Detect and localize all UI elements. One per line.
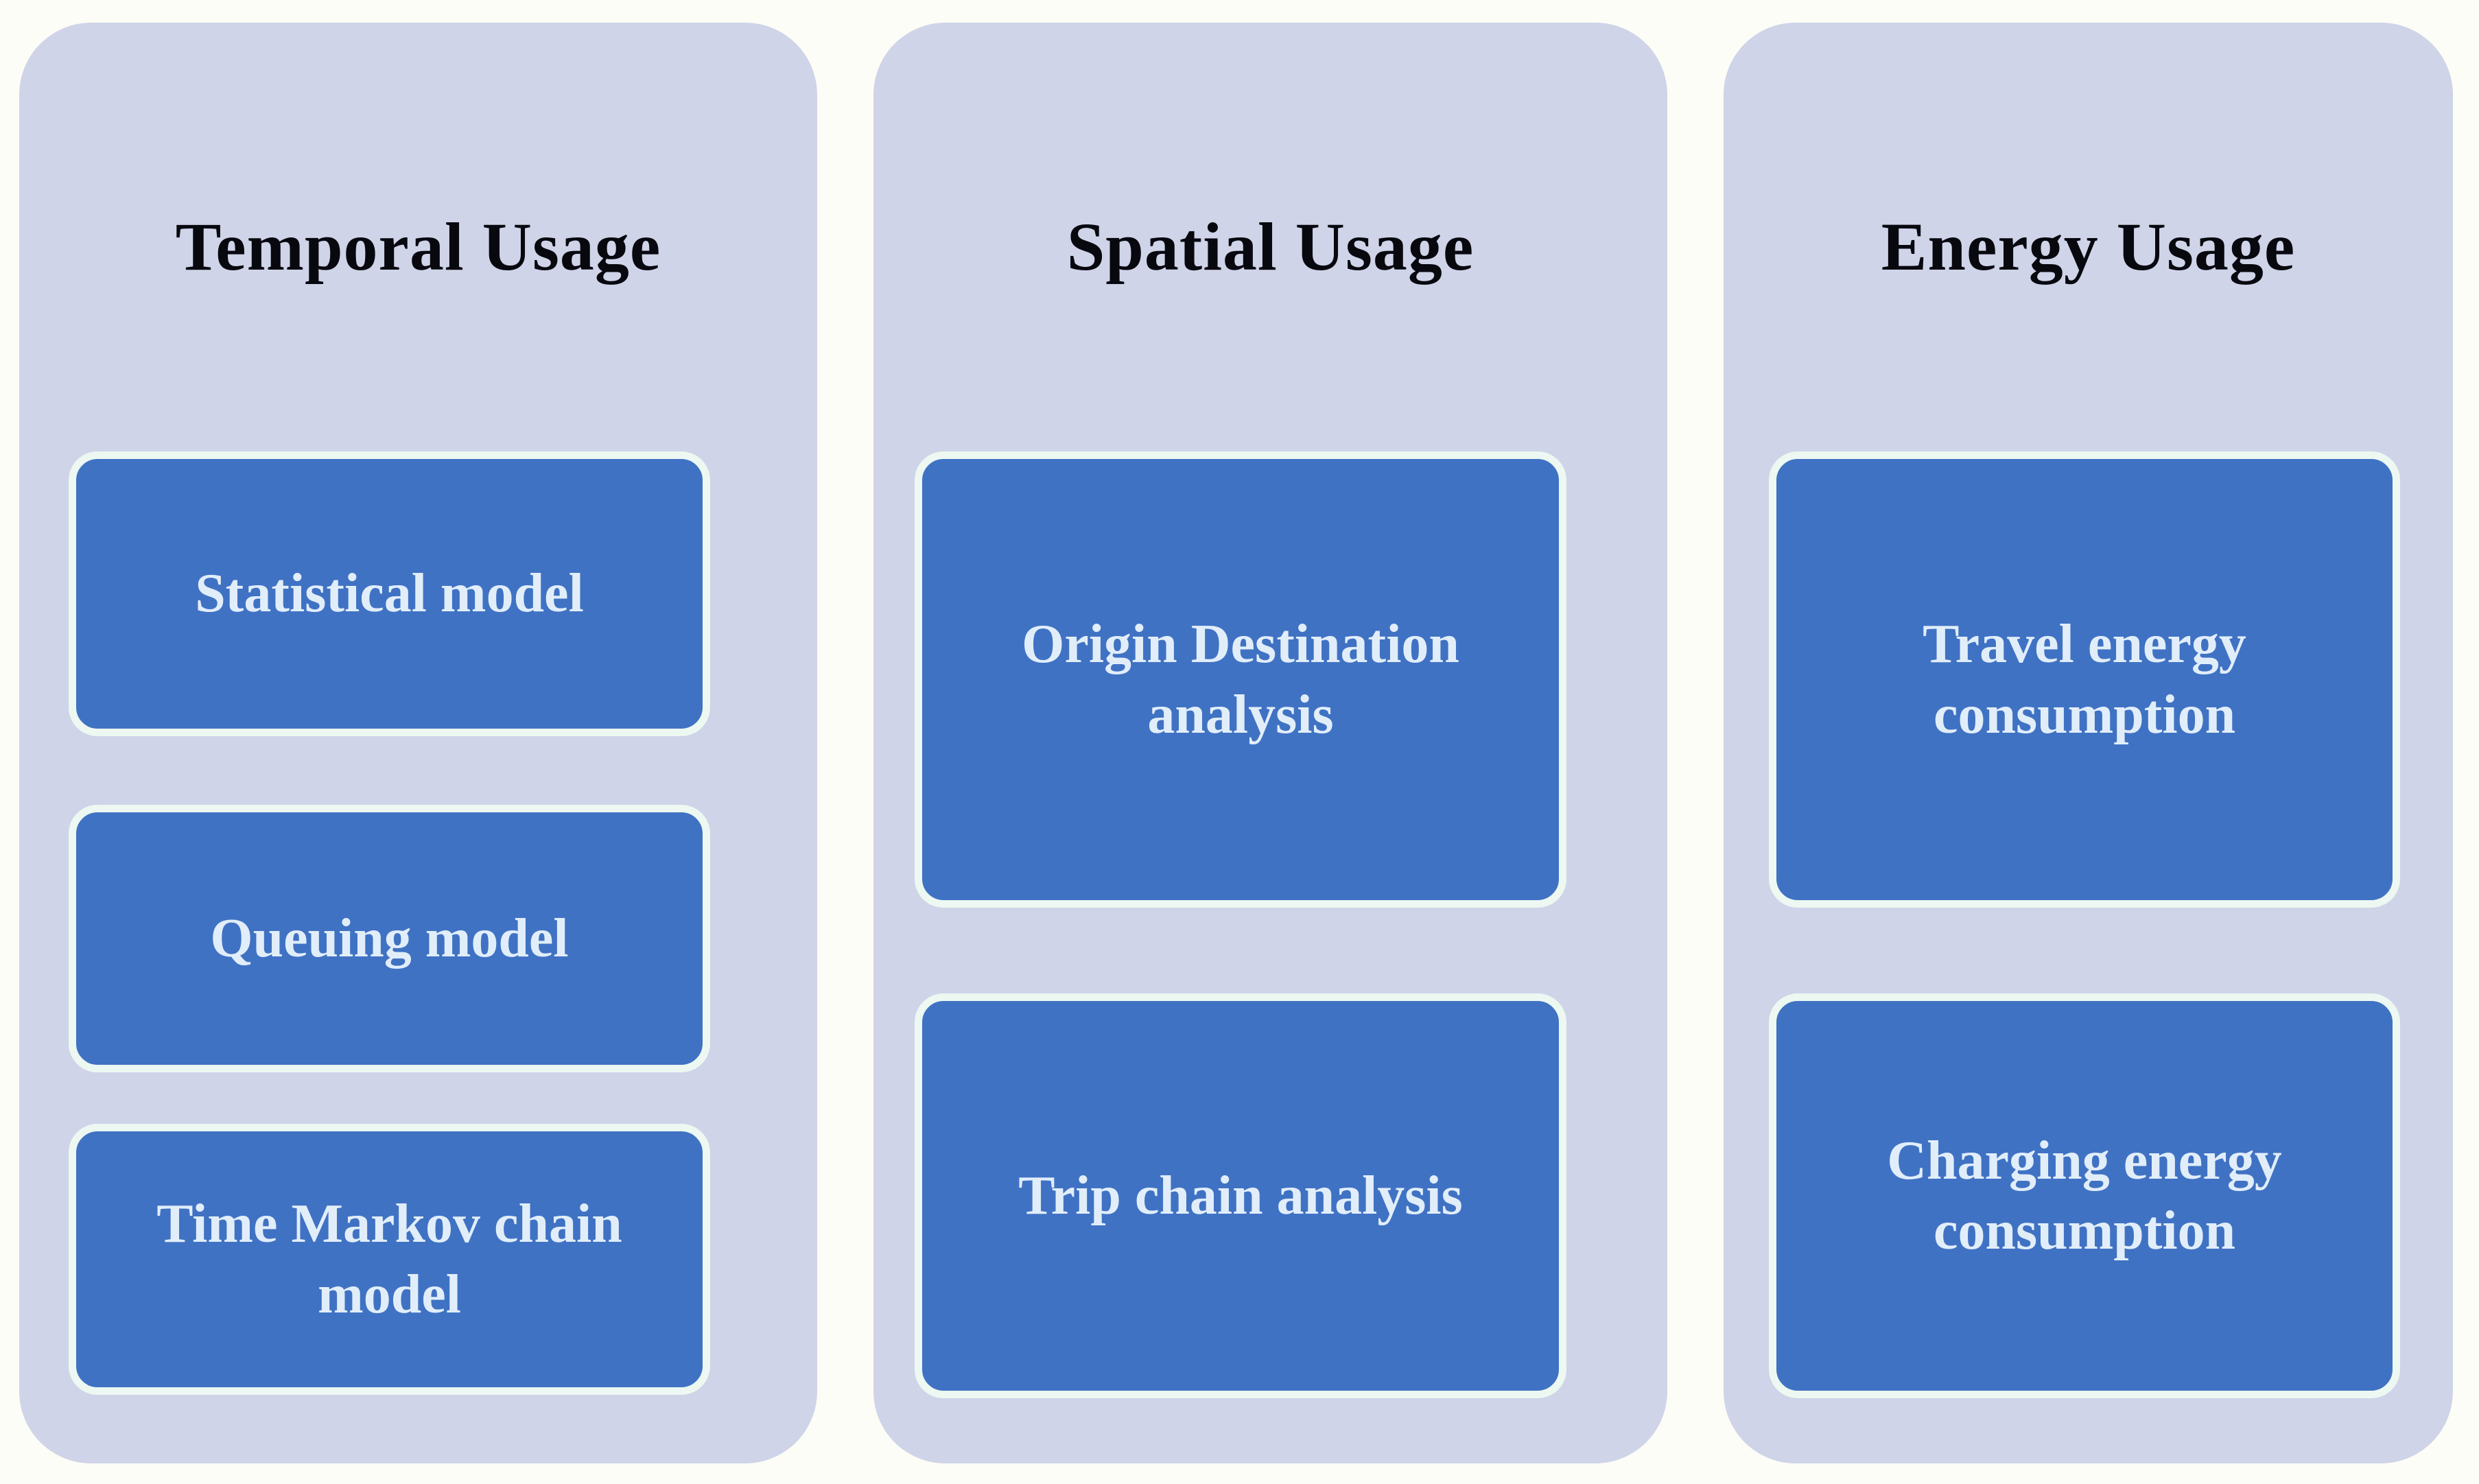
box-label: Trip chain analysis [1018,1165,1463,1226]
box-queuing-model: Queuing model [69,805,710,1072]
panel-energy-usage: Energy Usage Travel energy consumption C… [1724,23,2453,1463]
panel-spatial-usage: Spatial Usage Origin Destination analysi… [873,23,1667,1463]
box-travel-energy-consumption: Travel energy consumption [1769,451,2400,908]
box-label: Time Markov chain model [156,1194,622,1325]
box-label: Travel energy consumption [1923,614,2246,745]
box-label: Charging energy consumption [1887,1130,2282,1261]
box-label: Origin Destination analysis [1022,614,1459,745]
box-trip-chain-analysis: Trip chain analysis [915,993,1566,1398]
panel-title: Spatial Usage [1066,209,1475,285]
box-label: Statistical model [195,563,584,624]
box-label: Queuing model [210,908,569,969]
box-time-markov-chain-model: Time Markov chain model [69,1124,710,1395]
box-origin-destination-analysis: Origin Destination analysis [915,451,1566,908]
box-charging-energy-consumption: Charging energy consumption [1769,993,2400,1398]
box-statistical-model: Statistical model [69,451,710,736]
panel-title: Energy Usage [1881,209,2296,285]
panel-temporal-usage: Temporal Usage Statistical model Queuing… [19,23,817,1463]
panel-title: Temporal Usage [175,209,661,285]
